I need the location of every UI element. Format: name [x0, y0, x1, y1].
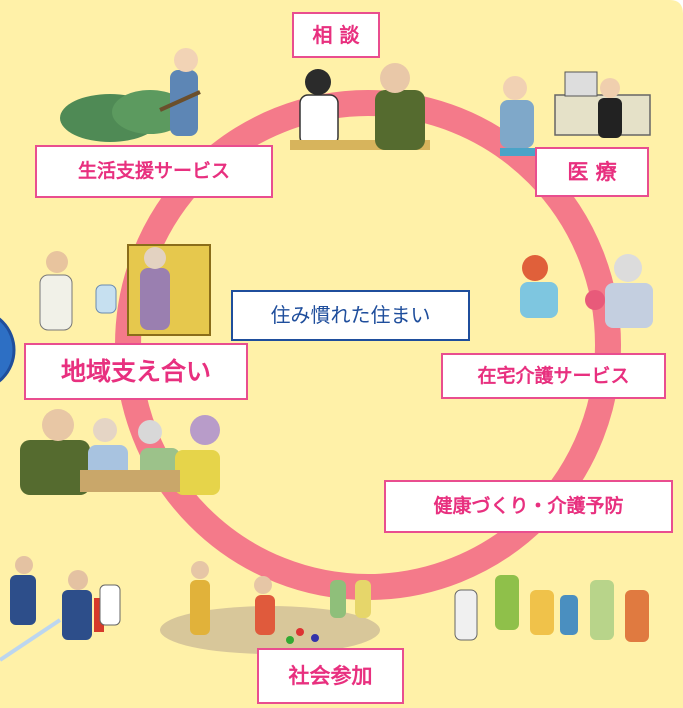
home-care-label: 在宅介護サービス [441, 353, 666, 399]
social-participation-illustration [160, 561, 380, 654]
gardening-illustration [60, 48, 201, 142]
home-care-illustration [520, 254, 653, 328]
exercise-illustration [454, 575, 649, 642]
medical-label: 医 療 [535, 147, 649, 197]
meeting-illustration [20, 409, 220, 495]
consultation-label: 相 談 [292, 12, 380, 58]
health-prevention-label: 健康づくり・介護予防 [384, 480, 673, 533]
community-support-label: 地域支え合い [24, 343, 248, 400]
consultation-illustration [290, 63, 430, 150]
medical-illustration [500, 71, 651, 156]
fire-drill-illustration [0, 556, 121, 662]
center-label: 住み慣れた住まい [231, 290, 470, 341]
community-support-illustration [39, 244, 211, 336]
social-participation-label: 社会参加 [257, 648, 404, 704]
life-support-label: 生活支援サービス [35, 145, 273, 198]
left-edge-circle [0, 317, 16, 383]
